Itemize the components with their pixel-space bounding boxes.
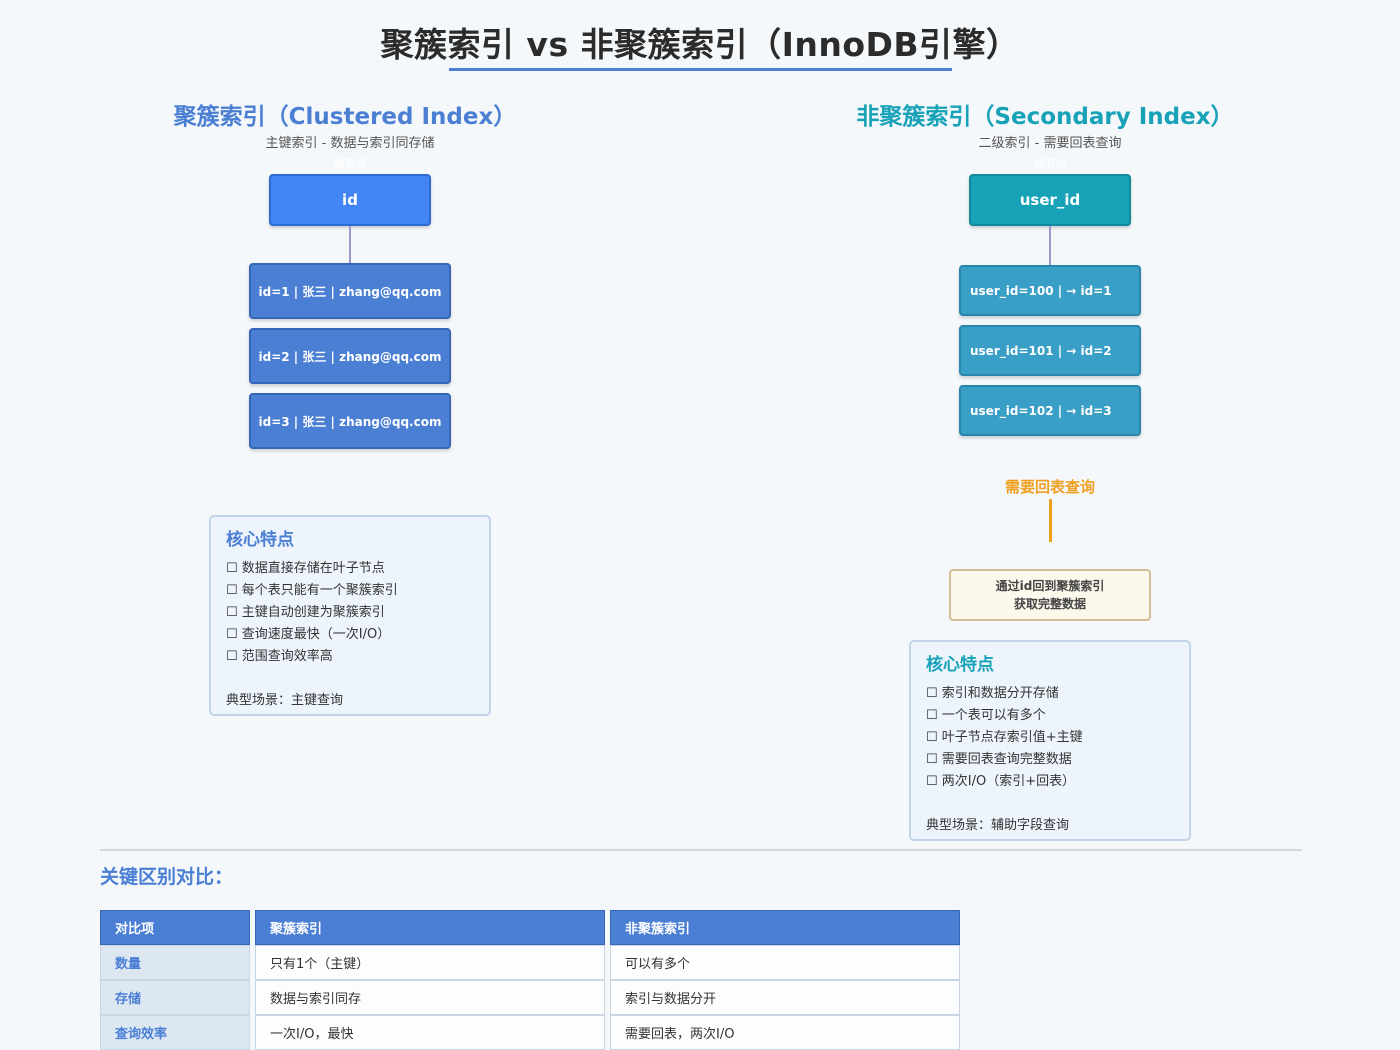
table-cell: 索引与数据分开 [610, 980, 960, 1015]
feature-item: ☐ 范围查询效率高 [226, 649, 333, 664]
secondary-leaf-node: user_id=102 | → id=3 [959, 385, 1141, 436]
secondary-root-label: 根节点 [1033, 157, 1067, 170]
secondary-title: 非聚簇索引（Secondary Index） [856, 104, 1234, 130]
scenario-text: 典型场景：辅助字段查询 [926, 818, 1070, 833]
secondary-subtitle: 二级索引 - 需要回表查询 [978, 136, 1122, 151]
table-header-cell: 对比项 [100, 910, 250, 945]
secondary-features-panel: 核心特点 ☐ 索引和数据分开存储 ☐ 一个表可以有多个 ☐ 叶子节点存索引值+主… [909, 640, 1191, 841]
clustered-features-panel: 核心特点 ☐ 数据直接存储在叶子节点 ☐ 每个表只能有一个聚簇索引 ☐ 主键自动… [209, 515, 491, 716]
lookup-box-line: 通过id回到聚簇索引 [995, 579, 1105, 593]
table-cell: 只有1个（主键） [255, 945, 605, 980]
clustered-leaf-node: id=2 | 张三 | zhang@qq.com [249, 328, 451, 384]
table-cell: 数据与索引同存 [255, 980, 605, 1015]
table-cell: 一次I/O，最快 [255, 1015, 605, 1050]
clustered-features-title: 核心特点 [226, 530, 294, 550]
clustered-leaf-node: id=3 | 张三 | zhang@qq.com [249, 393, 451, 449]
clustered-root-node: id [269, 174, 431, 226]
feature-item: ☐ 数据直接存储在叶子节点 [226, 561, 385, 576]
feature-item: ☐ 查询速度最快（一次I/O） [226, 627, 391, 642]
comparison-title: 关键区别对比： [100, 866, 234, 888]
feature-item: ☐ 两次I/O（索引+回表） [926, 774, 1076, 789]
feature-item: ☐ 索引和数据分开存储 [926, 686, 1059, 701]
feature-item: ☐ 主键自动创建为聚簇索引 [226, 605, 385, 620]
table-header-cell: 非聚簇索引 [610, 910, 960, 945]
table-cell: 可以有多个 [610, 945, 960, 980]
table-row-key: 存储 [100, 980, 250, 1015]
secondary-tree-edge [1049, 226, 1051, 266]
scenario-text: 典型场景：主键查询 [226, 693, 344, 708]
secondary-features-title: 核心特点 [926, 655, 994, 675]
feature-item: ☐ 需要回表查询完整数据 [926, 752, 1072, 767]
table-row-key: 数量 [100, 945, 250, 980]
clustered-subtitle: 主键索引 - 数据与索引同存储 [265, 136, 435, 151]
lookup-connector [1049, 499, 1052, 542]
lookup-label: 需要回表查询 [1004, 478, 1095, 496]
lookup-box: 通过id回到聚簇索引 获取完整数据 [949, 569, 1151, 621]
secondary-root-node: user_id [969, 174, 1131, 226]
page-title: 聚簇索引 vs 非聚簇索引（InnoDB引擎） [380, 25, 1020, 64]
clustered-leaf-node: id=1 | 张三 | zhang@qq.com [249, 263, 451, 319]
table-cell: 需要回表，两次I/O [610, 1015, 960, 1050]
clustered-tree-edge [349, 226, 351, 264]
lookup-box-line: 获取完整数据 [1013, 597, 1086, 611]
clustered-root-label: 根节点 [333, 157, 367, 170]
table-row-key: 查询效率 [100, 1015, 250, 1050]
secondary-leaf-node: user_id=101 | → id=2 [959, 325, 1141, 376]
table-header-cell: 聚簇索引 [255, 910, 605, 945]
feature-item: ☐ 每个表只能有一个聚簇索引 [226, 583, 398, 598]
clustered-title: 聚簇索引（Clustered Index） [173, 104, 517, 130]
feature-item: ☐ 一个表可以有多个 [926, 708, 1046, 723]
feature-item: ☐ 叶子节点存索引值+主键 [926, 730, 1083, 745]
secondary-leaf-node: user_id=100 | → id=1 [959, 265, 1141, 316]
title-underline [449, 68, 952, 71]
section-divider [100, 849, 1302, 851]
